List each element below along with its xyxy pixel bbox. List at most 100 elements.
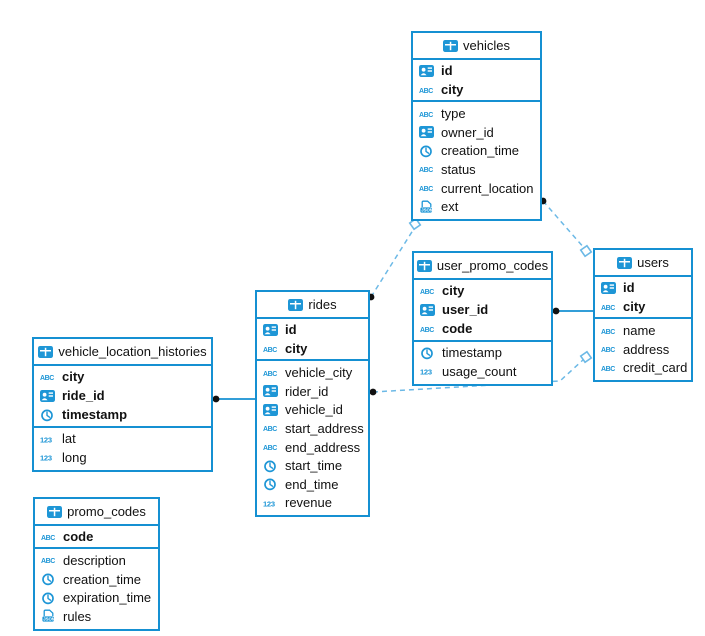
fields-section: ABC vehicle_city rider_id vehicle_id ABC…	[257, 361, 368, 515]
field-row-rider_id[interactable]: rider_id	[257, 382, 368, 401]
cardinality-dot-marker	[369, 388, 377, 396]
field-name: id	[285, 322, 297, 338]
svg-text:ABC: ABC	[601, 366, 615, 373]
table-header-rides[interactable]: rides	[257, 292, 368, 319]
field-name: ext	[441, 199, 459, 215]
field-row-id[interactable]: id	[595, 278, 691, 297]
field-row-expiration_time[interactable]: expiration_time	[35, 588, 158, 607]
table-icon	[617, 256, 633, 269]
field-name: start_time	[285, 458, 343, 474]
field-row-type[interactable]: ABC type	[413, 104, 540, 123]
svg-text:ABC: ABC	[419, 112, 433, 119]
field-row-city[interactable]: ABC city	[34, 367, 211, 386]
field-row-timestamp[interactable]: timestamp	[414, 344, 551, 363]
field-row-start_address[interactable]: ABC start_address	[257, 419, 368, 438]
field-row-end_time[interactable]: end_time	[257, 475, 368, 494]
number-icon: 123	[40, 433, 57, 445]
field-row-owner_id[interactable]: owner_id	[413, 123, 540, 142]
field-name: city	[285, 341, 308, 357]
cardinality-dot-marker	[212, 395, 220, 403]
table-header-users[interactable]: users	[595, 250, 691, 277]
field-row-timestamp[interactable]: timestamp	[34, 405, 211, 424]
field-row-code[interactable]: ABC code	[35, 527, 158, 546]
field-name: timestamp	[442, 345, 502, 361]
field-row-creation_time[interactable]: creation_time	[35, 570, 158, 589]
field-row-long[interactable]: 123 long	[34, 448, 211, 467]
field-name: lat	[62, 431, 76, 447]
field-row-id[interactable]: id	[413, 61, 540, 80]
uuid-icon	[601, 281, 618, 294]
field-name: creation_time	[441, 143, 520, 159]
field-row-name[interactable]: ABC name	[595, 321, 691, 340]
field-row-description[interactable]: ABC description	[35, 551, 158, 570]
text-icon: ABC	[263, 422, 280, 434]
table-users[interactable]: users id ABC city ABC name ABC address A…	[593, 248, 693, 383]
field-name: owner_id	[441, 124, 494, 140]
svg-text:ABC: ABC	[263, 427, 277, 434]
field-name: start_address	[285, 420, 364, 436]
field-row-vehicle_id[interactable]: vehicle_id	[257, 401, 368, 420]
field-name: address	[623, 341, 670, 357]
field-row-end_address[interactable]: ABC end_address	[257, 438, 368, 457]
field-row-user_id[interactable]: user_id	[414, 300, 551, 319]
table-promo_codes[interactable]: promo_codes ABC code ABC description cre…	[33, 497, 160, 631]
text-icon: ABC	[40, 371, 57, 383]
field-row-credit_card[interactable]: ABC credit_card	[595, 359, 691, 378]
field-row-revenue[interactable]: 123 revenue	[257, 494, 368, 513]
svg-text:123: 123	[263, 499, 275, 508]
key-fields-section: ABC city ride_id timestamp	[34, 366, 211, 428]
field-row-id[interactable]: id	[257, 320, 368, 339]
field-row-address[interactable]: ABC address	[595, 340, 691, 359]
field-row-vehicle_city[interactable]: ABC vehicle_city	[257, 363, 368, 382]
connection-vehicles-users[interactable]	[542, 200, 586, 250]
field-row-city[interactable]: ABC city	[257, 339, 368, 358]
field-row-lat[interactable]: 123 lat	[34, 430, 211, 449]
field-row-ride_id[interactable]: ride_id	[34, 386, 211, 405]
text-icon: ABC	[420, 323, 437, 335]
field-name: type	[441, 106, 466, 122]
svg-text:ABC: ABC	[420, 327, 434, 334]
text-icon: ABC	[420, 285, 437, 297]
table-user_promo_codes[interactable]: user_promo_codes ABC city user_id ABC co…	[412, 251, 553, 386]
field-row-city[interactable]: ABC city	[414, 281, 551, 300]
svg-text:123: 123	[40, 435, 52, 444]
text-icon: ABC	[263, 343, 280, 355]
svg-text:123: 123	[420, 368, 432, 377]
table-header-vehicles[interactable]: vehicles	[413, 33, 540, 60]
field-row-creation_time[interactable]: creation_time	[413, 142, 540, 161]
table-header-promo_codes[interactable]: promo_codes	[35, 499, 158, 526]
table-header-user_promo_codes[interactable]: user_promo_codes	[414, 253, 551, 280]
field-row-usage_count[interactable]: 123 usage_count	[414, 362, 551, 381]
text-icon: ABC	[419, 182, 436, 194]
svg-text:ABC: ABC	[263, 445, 277, 452]
field-row-start_time[interactable]: start_time	[257, 456, 368, 475]
number-icon: 123	[263, 497, 280, 509]
connection-rides-vehicles[interactable]	[370, 226, 416, 298]
uuid-icon	[263, 323, 280, 336]
field-row-current_location[interactable]: ABC current_location	[413, 179, 540, 198]
text-icon: ABC	[419, 108, 436, 120]
fields-section: ABC type owner_id creation_time ABC stat…	[413, 102, 540, 219]
table-vehicles[interactable]: vehicles id ABC city ABC type own	[411, 31, 542, 221]
connection-rides-users[interactable]	[372, 358, 585, 393]
svg-text:ABC: ABC	[601, 329, 615, 336]
key-fields-section: ABC city user_id ABC code	[414, 280, 551, 342]
field-row-rules[interactable]: JSON rules	[35, 607, 158, 626]
field-name: end_address	[285, 439, 361, 455]
table-header-vehicle_location_histories[interactable]: vehicle_location_histories	[34, 339, 211, 366]
table-rides[interactable]: rides id ABC city ABC vehicle_city	[255, 290, 370, 518]
field-row-city[interactable]: ABC city	[413, 80, 540, 99]
field-row-code[interactable]: ABC code	[414, 319, 551, 338]
json-icon: JSON	[41, 609, 58, 623]
field-row-city[interactable]: ABC city	[595, 297, 691, 316]
table-vehicle_location_histories[interactable]: vehicle_location_histories ABC city ride…	[32, 337, 213, 472]
field-row-ext[interactable]: JSON ext	[413, 197, 540, 216]
time-icon	[419, 144, 436, 158]
time-icon	[41, 591, 58, 605]
table-name: vehicles	[463, 38, 510, 53]
time-icon	[41, 572, 58, 586]
table-name: vehicle_location_histories	[58, 344, 207, 359]
uuid-icon	[420, 303, 437, 316]
field-row-status[interactable]: ABC status	[413, 160, 540, 179]
